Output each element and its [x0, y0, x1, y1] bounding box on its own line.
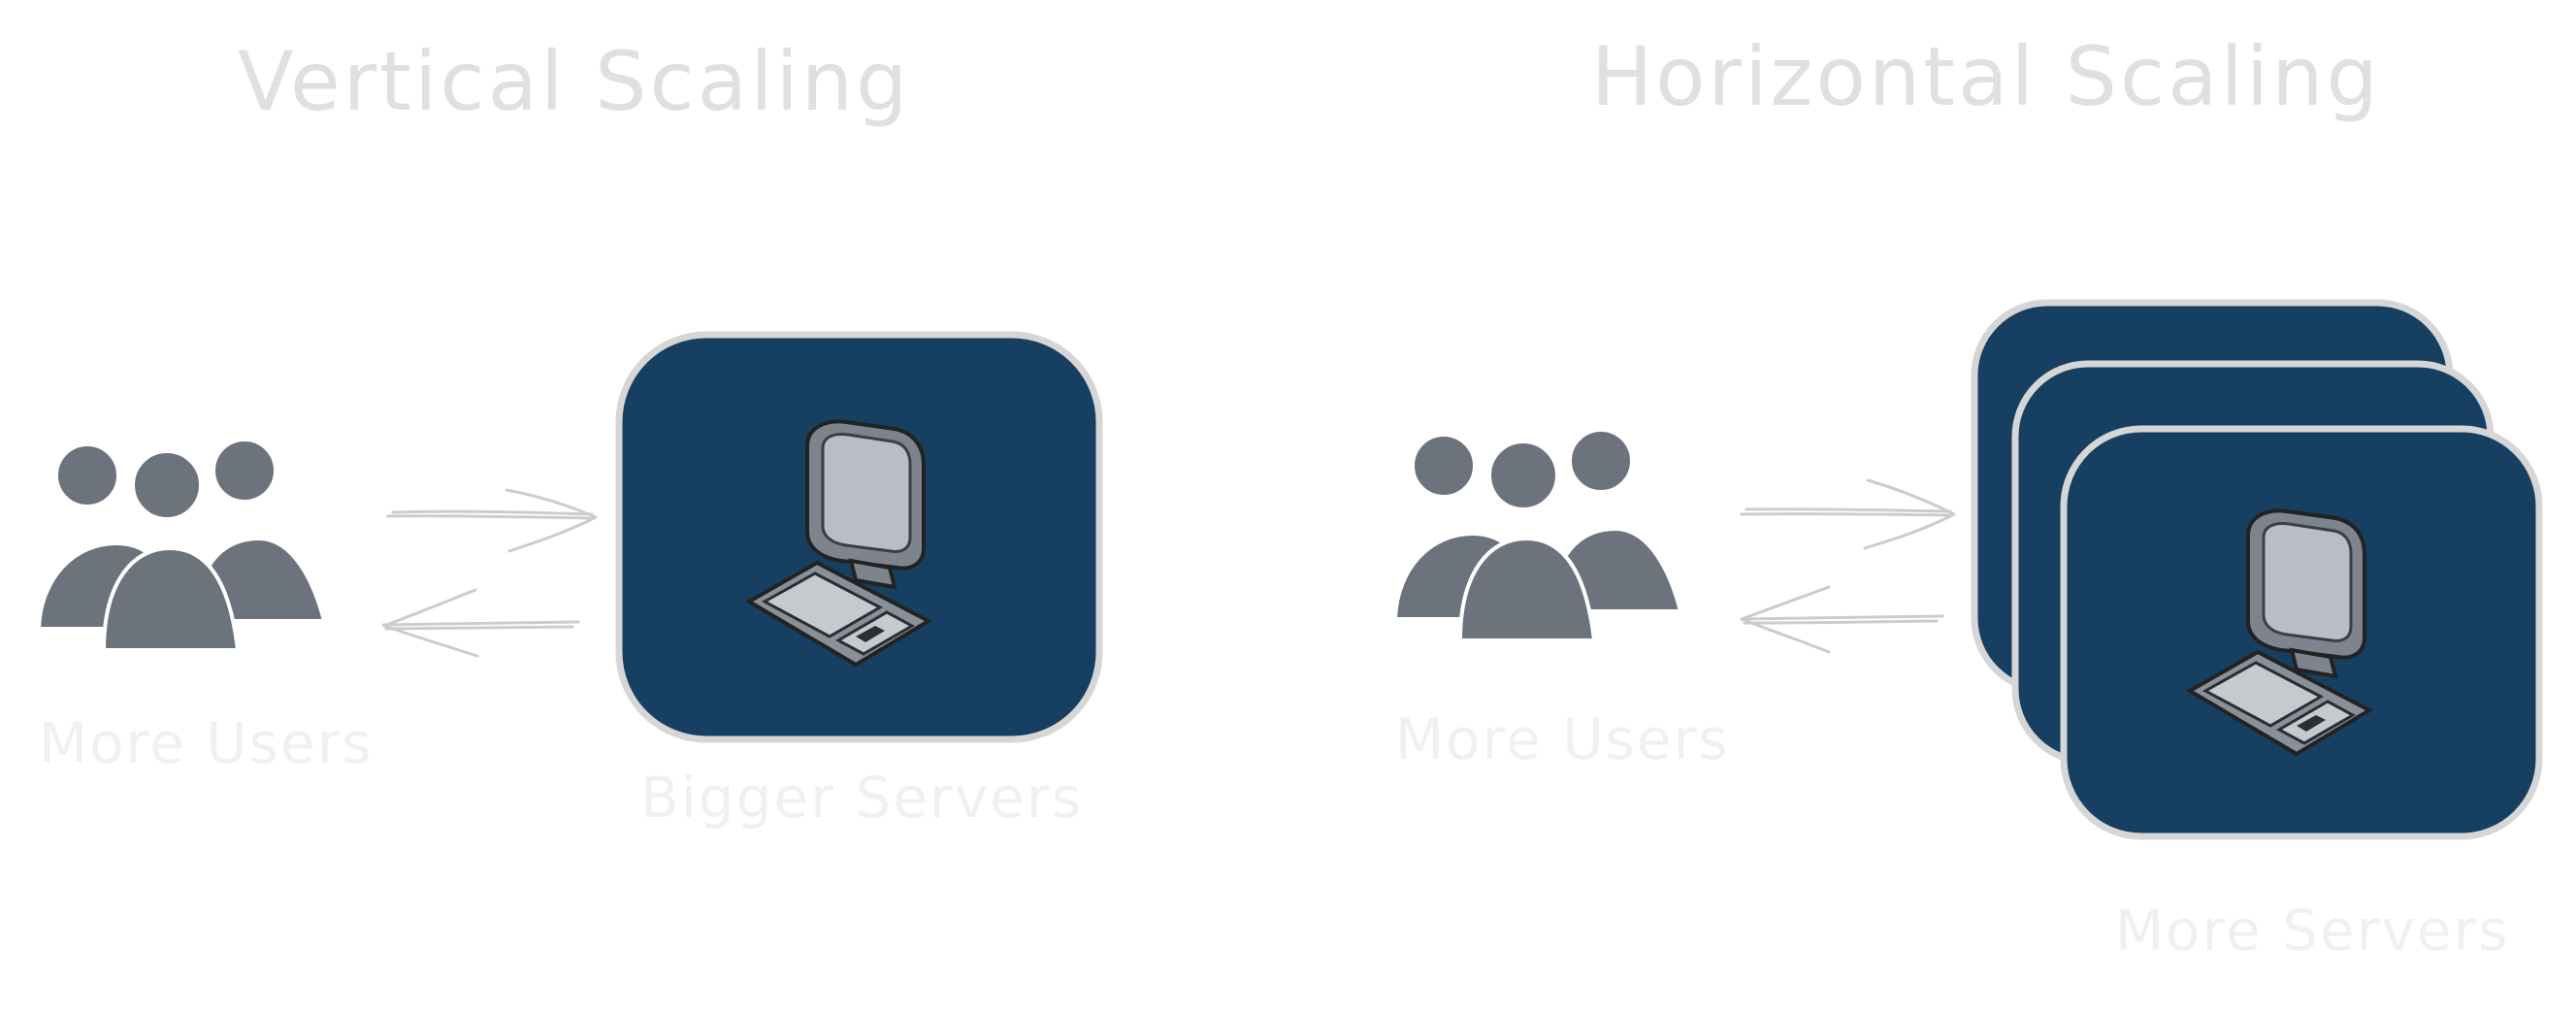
horizontal-users-icon [1393, 428, 1682, 642]
vertical-arrow-right-icon [386, 488, 598, 553]
bigger-servers-label: Bigger Servers [640, 765, 1083, 831]
vertical-users-icon [37, 438, 326, 652]
bigger-server [615, 331, 1103, 743]
horizontal-users-label: More Users [1395, 706, 1730, 772]
horizontal-arrow-right-icon [1740, 478, 1956, 550]
horizontal-scaling-title: Horizontal Scaling [1591, 29, 2381, 124]
vertical-arrow-left-icon [381, 588, 580, 658]
vertical-scaling-title: Vertical Scaling [238, 34, 911, 129]
more-servers-label: More Servers [2115, 898, 2510, 963]
horizontal-arrow-left-icon [1740, 585, 1944, 654]
vertical-users-label: More Users [39, 710, 374, 776]
server-stack [1971, 299, 2543, 840]
